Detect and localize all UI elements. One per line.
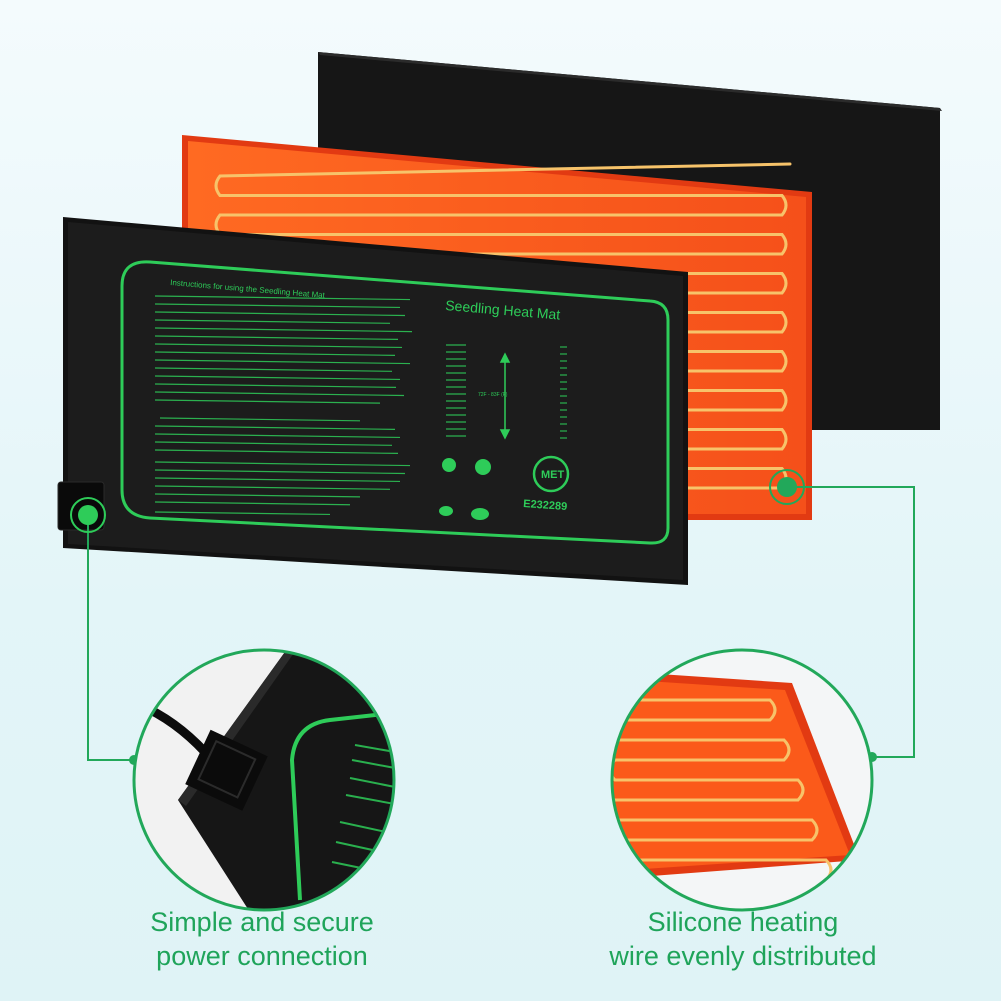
callout-lines [87,486,915,761]
instruction-text-block [154,295,567,516]
plant-icons [439,458,491,520]
svg-text:MET: MET [541,469,565,481]
caption-heating-wire: Silicone heating wire evenly distributed [593,905,893,973]
temperature-arrow [499,352,511,440]
front-seedling-mat: Instructions for using the Seedling Heat… [57,217,688,585]
temperature-range: 72F - 83F (F) [478,392,508,398]
caption-right-line1: Silicone heating [647,907,839,937]
zoom-circle-power-connection [132,648,396,912]
met-certification-logo: MET [532,455,570,493]
caption-left-line1: Simple and secure [150,907,374,937]
certification-code: E232289 [523,498,568,513]
heating-wire-zoom [612,698,833,882]
caption-right-line2: wire evenly distributed [609,941,877,971]
caption-left-line2: power connection [156,941,368,971]
hotspot-right [769,469,805,505]
power-connector [57,481,105,531]
caption-power-connection: Simple and secure power connection [112,905,412,973]
zoom-circle-heating-wire [610,648,874,912]
hotspot-left [70,497,106,533]
green-border [120,260,670,545]
